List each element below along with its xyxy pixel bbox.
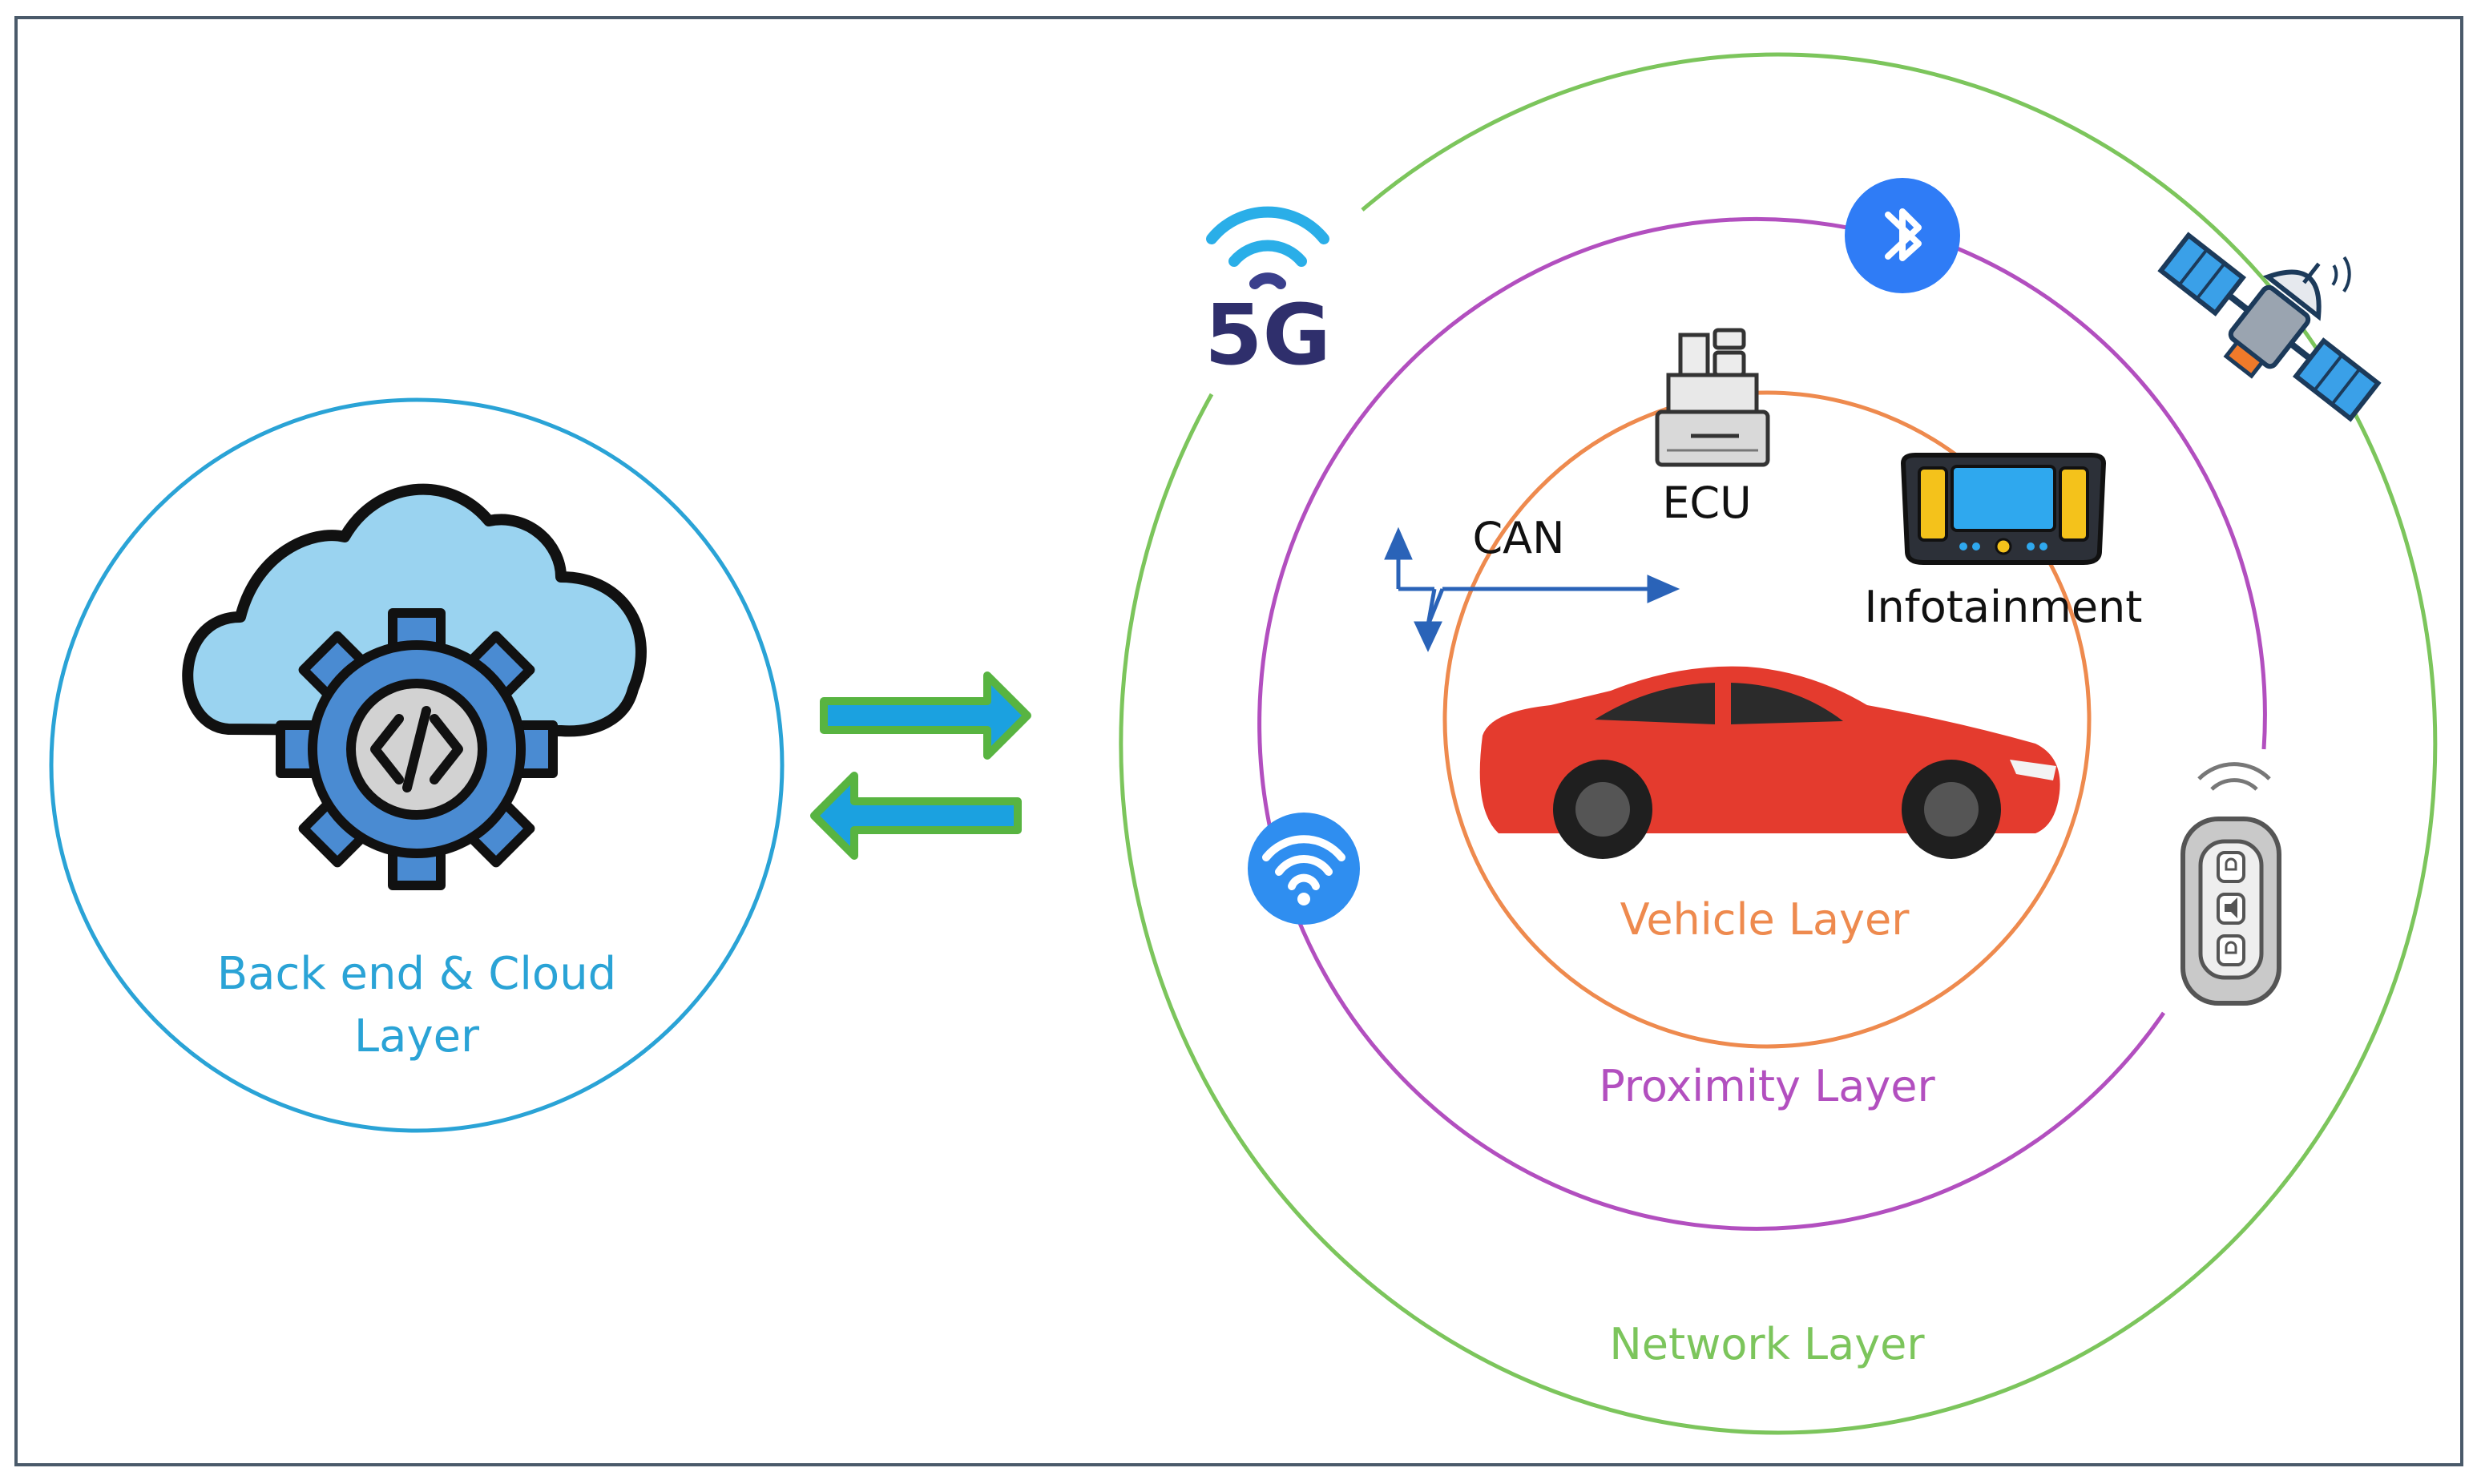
cloud-layer-label-line1: Back end & Cloud xyxy=(217,948,616,1000)
bidirectional-arrows-icon xyxy=(810,671,1031,860)
cloud-gear-code-icon xyxy=(182,483,647,890)
infotainment-screen-icon xyxy=(1900,453,2107,565)
vehicle-layer-label: Vehicle Layer xyxy=(1620,894,1910,945)
can-bus-icon xyxy=(1384,526,1680,652)
bluetooth-icon xyxy=(1845,178,1960,293)
cloud-layer-circle xyxy=(49,397,785,1133)
arrow-right xyxy=(820,671,1031,760)
ecu-label: ECU xyxy=(1662,478,1751,528)
key-fob-icon xyxy=(2180,762,2281,1006)
satellite-icon xyxy=(2157,232,2382,422)
network-layer-label: Network Layer xyxy=(1609,1319,1925,1369)
proximity-layer-label: Proximity Layer xyxy=(1599,1061,1935,1111)
ecu-device-icon xyxy=(1655,328,1770,467)
wifi-icon xyxy=(1248,813,1360,925)
network-layer-ring xyxy=(1119,52,2438,1435)
vehicle-layer-ring xyxy=(1442,390,2092,1049)
proximity-layer-ring-top xyxy=(1946,242,2267,750)
cloud-layer-label-line2: Layer xyxy=(354,1010,480,1063)
fiveg-signal-icon: 5G xyxy=(1204,206,1331,384)
fiveg-label: 5G xyxy=(1204,286,1331,384)
car-icon xyxy=(1479,666,2060,859)
arrow-left xyxy=(810,772,1022,860)
can-label: CAN xyxy=(1472,513,1564,563)
infotainment-label: Infotainment xyxy=(1865,582,2143,632)
